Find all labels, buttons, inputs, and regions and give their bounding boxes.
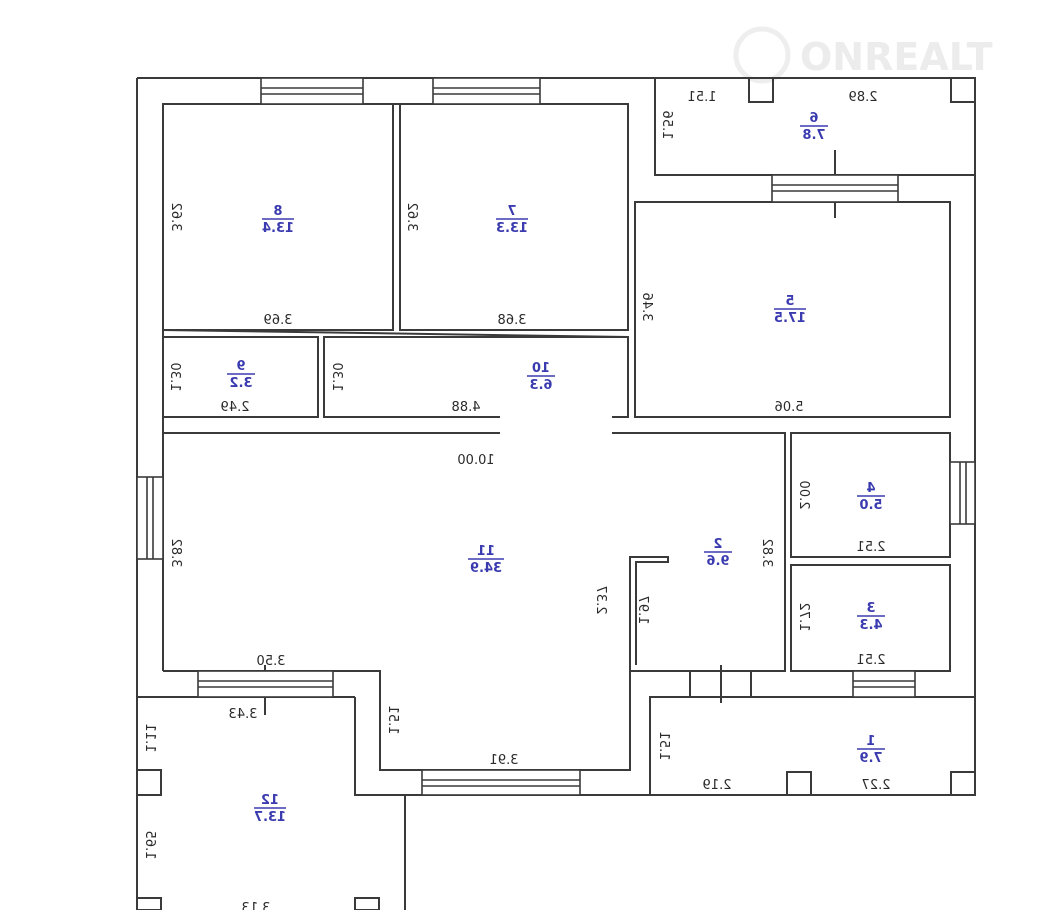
dim-label: 1.30 <box>167 363 182 392</box>
svg-text:6: 6 <box>809 111 818 126</box>
svg-text:7: 7 <box>507 204 516 219</box>
svg-text:3.2: 3.2 <box>229 376 252 391</box>
svg-text:4: 4 <box>866 481 875 496</box>
dim-label: 10.00 <box>457 453 494 468</box>
svg-text:3: 3 <box>866 601 875 616</box>
svg-text:2: 2 <box>713 537 722 552</box>
dim-label: 2.49 <box>221 400 250 415</box>
room-label-6: 67.8 <box>800 111 828 143</box>
svg-text:5.0: 5.0 <box>859 498 882 513</box>
dim-label: 3.50 <box>257 654 286 669</box>
svg-text:7.9: 7.9 <box>859 751 882 766</box>
dim-label: 1.65 <box>142 831 157 860</box>
svg-text:13.3: 13.3 <box>496 221 528 236</box>
room-labels: 813.4 713.3 67.8 517.5 93.2 106.3 1134.9… <box>227 111 885 825</box>
svg-text:13.4: 13.4 <box>262 221 294 236</box>
dim-label: 4.88 <box>452 400 481 415</box>
windows <box>136 77 976 796</box>
room-label-3: 34.3 <box>857 601 885 633</box>
room-label-1: 17.9 <box>857 734 885 766</box>
svg-text:7.8: 7.8 <box>802 128 825 143</box>
svg-text:8: 8 <box>273 204 282 219</box>
dim-label: 2.37 <box>593 586 608 615</box>
svg-text:34.9: 34.9 <box>470 561 502 576</box>
dim-label: 2.51 <box>857 653 886 668</box>
dim-label: 3.69 <box>264 313 293 328</box>
room-label-11: 11 34.9 <box>468 544 504 576</box>
room-label-2: 29.6 <box>704 537 732 569</box>
dim-label: 2.19 <box>703 778 732 793</box>
room-label-12: 12 13.7 <box>254 793 286 825</box>
dim-label: 1.51 <box>656 732 671 761</box>
svg-text:1: 1 <box>866 734 875 749</box>
dim-label: 1.30 <box>329 363 344 392</box>
svg-text:9: 9 <box>236 359 245 374</box>
window <box>421 769 581 796</box>
dim-label: 1.51 <box>385 706 400 735</box>
dimension-labels: 3.69 3.62 3.68 3.62 1.51 2.89 1.56 5.06 … <box>142 90 890 910</box>
room-label-7: 713.3 <box>496 204 528 236</box>
room-label-5: 517.5 <box>774 294 806 326</box>
dim-label: 3.43 <box>229 707 258 722</box>
dim-label: 3.62 <box>404 203 419 232</box>
room-label-9: 93.2 <box>227 359 255 391</box>
svg-text:11: 11 <box>477 544 495 559</box>
dim-label: 2.27 <box>862 778 891 793</box>
dim-label: 3.82 <box>168 539 183 568</box>
dim-label: 3.68 <box>498 313 527 328</box>
window <box>771 174 899 203</box>
dim-label: 1.97 <box>635 596 650 625</box>
window <box>136 476 164 560</box>
watermark-logo: ONREALT <box>733 26 993 84</box>
dim-label: 2.89 <box>849 90 878 105</box>
dim-label: 2.51 <box>857 540 886 555</box>
dim-label: 2.00 <box>796 481 811 510</box>
svg-text:12: 12 <box>261 793 279 808</box>
window <box>852 670 916 698</box>
dim-label: 3.82 <box>759 539 774 568</box>
svg-text:17.5: 17.5 <box>774 311 806 326</box>
svg-text:13.7: 13.7 <box>254 810 286 825</box>
watermark-text: ONREALT <box>800 35 993 79</box>
dim-label: 5.06 <box>775 400 804 415</box>
dim-label: 1.56 <box>659 111 674 140</box>
window <box>260 77 364 105</box>
window <box>197 670 334 698</box>
window <box>432 77 541 105</box>
dim-label: 3.46 <box>639 293 654 322</box>
dim-label: 1.11 <box>142 724 157 753</box>
room-label-8: 813.4 <box>262 204 294 236</box>
dim-label: 1.72 <box>796 603 811 632</box>
svg-text:4.3: 4.3 <box>859 618 882 633</box>
room-label-10: 106.3 <box>527 361 555 393</box>
dim-label: 3.91 <box>490 753 519 768</box>
svg-text:10: 10 <box>532 361 550 376</box>
dim-label: 3.13 <box>242 901 271 910</box>
svg-text:5: 5 <box>785 294 794 309</box>
svg-text:6.3: 6.3 <box>529 378 552 393</box>
svg-text:9.6: 9.6 <box>706 554 729 569</box>
dim-label: 3.62 <box>168 203 183 232</box>
room-label-4: 45.0 <box>857 481 885 513</box>
dim-label: 1.51 <box>688 90 717 105</box>
window <box>949 461 976 525</box>
